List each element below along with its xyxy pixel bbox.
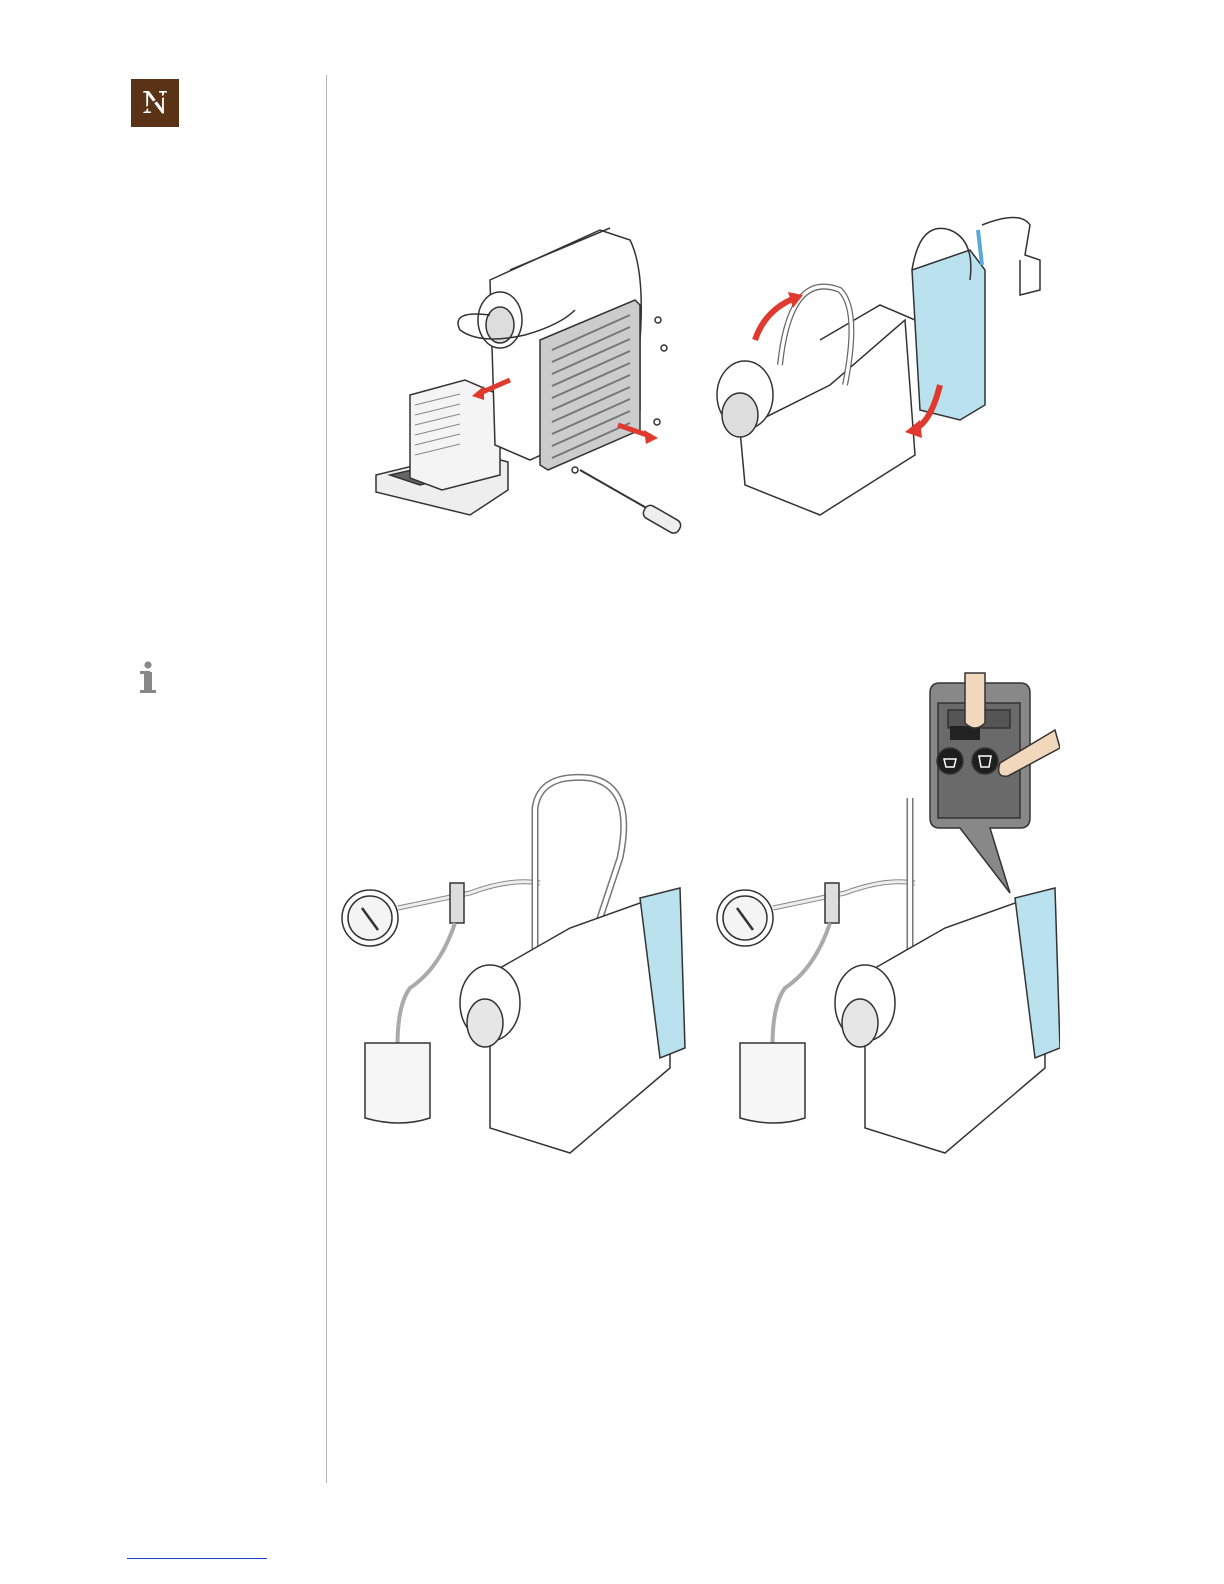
footer-link-underline[interactable] [127,1558,267,1559]
svg-text:N: N [142,86,168,121]
pressure-test-illustration [340,668,1060,1168]
info-icon [137,660,159,696]
disassembly-illustration [360,200,1060,555]
vertical-divider [326,75,327,1483]
nespresso-logo: N [131,79,179,127]
